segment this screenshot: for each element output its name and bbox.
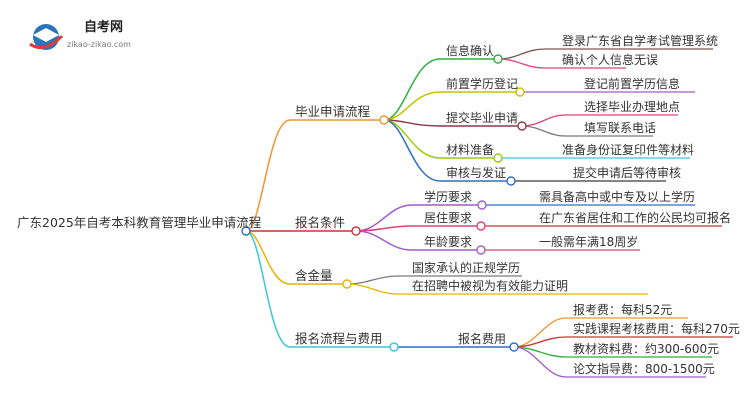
edge-process-to-prior-degree xyxy=(383,91,516,121)
node-hiring-proof[interactable]: 在招聘中被视为有效能力证明 xyxy=(412,278,568,293)
mindmap-labels: 广东2025年自考本科教育管理毕业申请流程 毕业申请流程 报名条件 含金量 报名… xyxy=(17,33,740,376)
edge-submit-to-phone xyxy=(521,125,653,137)
node-review[interactable]: 审核与发证 xyxy=(446,165,506,180)
logo-url: zikao-zikao.com xyxy=(67,40,131,49)
leaf-exam-fee[interactable]: 报考费：每科52元 xyxy=(573,302,672,317)
leaf-book-fee[interactable]: 教材资料费：约300-600元 xyxy=(573,341,719,356)
prior-degree-collapse-dot xyxy=(515,87,525,97)
leaf-wait-review[interactable]: 提交申请后等待审核 xyxy=(573,165,681,180)
edge-value-to-national xyxy=(346,275,522,285)
value-collapse-dot xyxy=(342,279,352,289)
node-prior-degree[interactable]: 前置学历登记 xyxy=(446,76,518,91)
site-logo[interactable]: 自考网 zikao-zikao.com xyxy=(29,19,131,50)
edge-costs-to-practice-fee xyxy=(513,336,733,348)
branch-value[interactable]: 含金量 xyxy=(295,268,333,283)
edge-info-to-login xyxy=(497,48,713,60)
edge-root-to-fees xyxy=(245,230,390,348)
node-submit[interactable]: 提交毕业申请 xyxy=(446,110,518,125)
edge-req-to-age xyxy=(355,230,477,251)
root-node[interactable]: 广东2025年自考本科教育管理毕业申请流程 xyxy=(17,215,262,230)
requirements-collapse-dot xyxy=(351,226,361,236)
edge-info-to-verify xyxy=(497,58,626,69)
leaf-education-detail[interactable]: 需具备高中或中专及以上学历 xyxy=(539,189,695,204)
node-costs[interactable]: 报名费用 xyxy=(458,331,506,346)
node-residence[interactable]: 居住要求 xyxy=(424,211,472,225)
mindmap-node-dots xyxy=(241,54,527,352)
logo-icon-swoosh xyxy=(29,34,64,50)
leaf-login-system[interactable]: 登录广东省自学考试管理系统 xyxy=(562,33,718,48)
node-age[interactable]: 年龄要求 xyxy=(424,235,472,249)
logo-name: 自考网 xyxy=(84,19,123,35)
leaf-register-prior-degree[interactable]: 登记前置学历信息 xyxy=(584,76,680,91)
graduation-process-collapse-dot xyxy=(379,115,389,125)
edge-process-to-review xyxy=(383,119,507,182)
leaf-phone[interactable]: 填写联系电话 xyxy=(584,121,656,135)
edge-root-to-graduation-process xyxy=(245,119,380,232)
submit-collapse-dot xyxy=(517,121,527,131)
branch-graduation-process[interactable]: 毕业申请流程 xyxy=(295,104,371,119)
costs-collapse-dot xyxy=(509,342,519,352)
logo-icon-cap xyxy=(33,28,59,42)
branch-fees[interactable]: 报名流程与费用 xyxy=(295,331,383,346)
leaf-id-copy[interactable]: 准备身份证复印件等材料 xyxy=(562,142,694,157)
edge-root-to-value xyxy=(245,230,343,285)
mindmap-edges xyxy=(245,48,733,378)
node-materials[interactable]: 材料准备 xyxy=(446,143,494,157)
leaf-thesis-fee[interactable]: 论文指导费：800-1500元 xyxy=(573,361,715,376)
age-collapse-dot xyxy=(476,245,486,255)
edge-process-to-submit xyxy=(383,119,518,127)
leaf-residence-detail[interactable]: 在广东省居住和工作的公民均可报名 xyxy=(539,210,731,225)
materials-collapse-dot xyxy=(493,153,503,163)
leaf-age-detail[interactable]: 一般需年满18周岁 xyxy=(539,234,638,249)
info-confirm-collapse-dot xyxy=(493,54,503,64)
leaf-verify-info[interactable]: 确认个人信息无误 xyxy=(562,52,658,67)
edge-submit-to-location xyxy=(521,114,678,127)
review-collapse-dot xyxy=(506,176,516,186)
node-info-confirm[interactable]: 信息确认 xyxy=(446,43,494,58)
edge-process-to-info-confirm xyxy=(383,58,494,121)
residence-collapse-dot xyxy=(476,221,486,231)
branch-requirements[interactable]: 报名条件 xyxy=(295,215,345,230)
edge-value-to-hiring xyxy=(346,283,648,295)
edge-req-to-residence xyxy=(355,225,477,232)
edge-costs-to-thesis-fee xyxy=(513,346,706,378)
leaf-practice-fee[interactable]: 实践课程考核费用：每科270元 xyxy=(573,321,740,336)
node-education[interactable]: 学历要求 xyxy=(424,189,472,204)
leaf-choose-location[interactable]: 选择毕业办理地点 xyxy=(584,99,680,114)
root-collapse-dot xyxy=(241,226,251,236)
node-national-degree[interactable]: 国家承认的正规学历 xyxy=(412,260,520,275)
education-collapse-dot xyxy=(477,200,487,210)
fees-collapse-dot xyxy=(389,342,399,352)
